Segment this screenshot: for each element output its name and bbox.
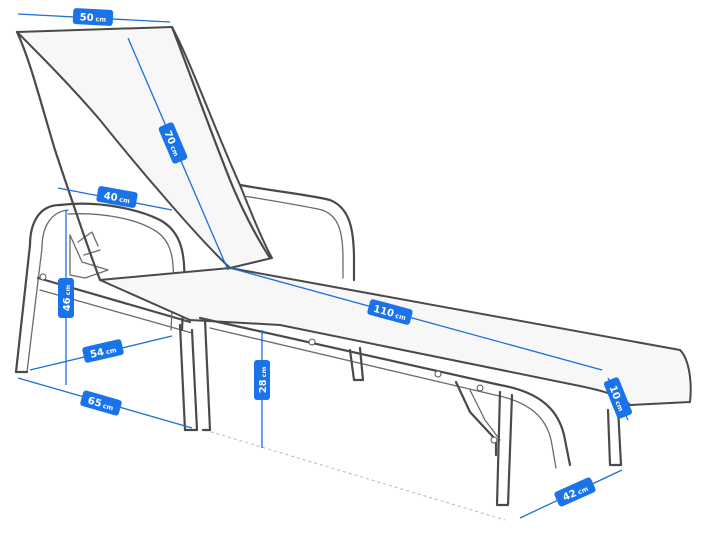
measure-backrest-length: 70cm (158, 122, 188, 164)
measure-seat-height: 28cm (254, 360, 270, 400)
measure-frame-width: 54cm (82, 339, 124, 363)
recline-bracket (39, 231, 109, 281)
svg-text:46cm: 46cm (62, 285, 73, 312)
svg-text:110cm: 110cm (372, 304, 407, 323)
measure-backrest-width: 50cm (72, 8, 114, 26)
svg-text:70cm: 70cm (161, 129, 182, 158)
svg-text:28cm: 28cm (258, 367, 269, 394)
seat-frame (198, 316, 623, 507)
measure-foot-thickness: 10cm (603, 377, 633, 419)
rear-frame (14, 203, 212, 432)
svg-text:65cm: 65cm (86, 395, 115, 413)
svg-text:10cm: 10cm (607, 384, 627, 413)
measure-foot-width: 42cm (554, 477, 596, 507)
seat (99, 267, 692, 406)
right-armrest (238, 183, 356, 282)
measure-frame-depth: 65cm (80, 390, 122, 416)
measure-total-length: 110cm (367, 299, 413, 325)
backrest-frame (15, 25, 272, 282)
ground-line (204, 429, 506, 521)
measure-seat-width: 40cm (96, 186, 138, 208)
svg-text:54cm: 54cm (89, 344, 118, 361)
svg-text:40cm: 40cm (103, 191, 131, 206)
svg-text:50cm: 50cm (79, 12, 106, 24)
measure-armrest-height: 46cm (58, 278, 74, 318)
svg-text:42cm: 42cm (561, 483, 590, 504)
